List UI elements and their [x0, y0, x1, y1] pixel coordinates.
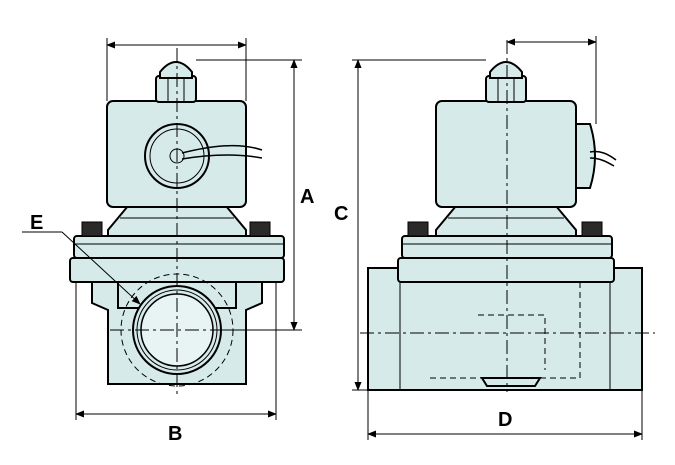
dimension-d-label: D: [498, 409, 512, 431]
side-bottom-plug: [480, 377, 542, 387]
dimension-e-label: E: [30, 212, 43, 234]
front-upper-flange: [73, 235, 285, 259]
side-cable-boss: [575, 123, 596, 189]
side-cable-wires: [589, 150, 617, 167]
front-screw-right: [249, 221, 271, 237]
dimension-a: [196, 59, 302, 331]
side-screw-right: [581, 221, 603, 237]
dimension-c-label: C: [334, 203, 348, 225]
dimension-b: [75, 282, 277, 420]
front-screw-left: [81, 221, 103, 237]
front-gland-cap: [159, 61, 193, 79]
dimension-side-offset: [506, 36, 597, 124]
dimension-b-label: B: [168, 423, 182, 445]
front-cable-wires: [181, 144, 263, 160]
side-lower-flange: [397, 257, 615, 283]
side-bonnet: [435, 205, 577, 237]
side-gland-cap: [489, 61, 523, 79]
dimension-top-width: [106, 38, 247, 101]
side-valve-body: [367, 267, 643, 391]
leader-e: [22, 231, 141, 305]
front-view: [69, 48, 300, 398]
side-gland-nut: [485, 75, 527, 103]
front-gland-nut: [155, 75, 197, 103]
dimension-a-label: A: [300, 186, 314, 208]
side-screw-left: [407, 221, 429, 237]
side-view: [360, 40, 655, 392]
side-coil: [435, 100, 577, 208]
dimension-d: [367, 390, 643, 440]
dimension-c: [352, 59, 486, 391]
